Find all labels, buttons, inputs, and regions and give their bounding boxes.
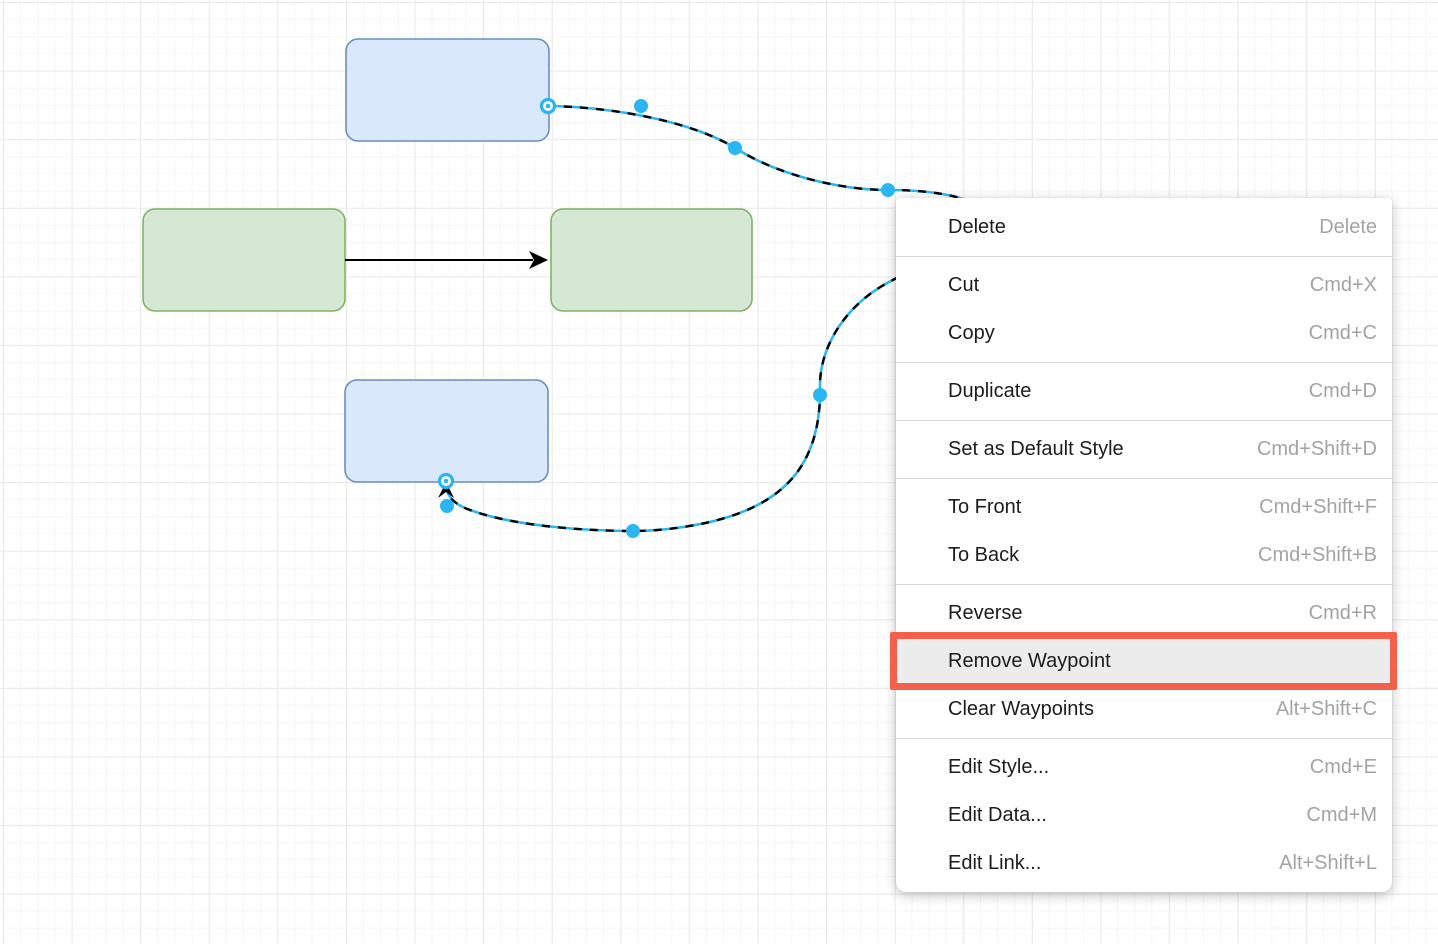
node-top-blue[interactable] — [346, 39, 549, 141]
node-right-green[interactable] — [551, 209, 752, 311]
waypoint-handle[interactable] — [440, 499, 454, 513]
menu-item-shortcut: Cmd+X — [1310, 274, 1377, 297]
edge-green-arrow[interactable] — [345, 251, 548, 269]
menu-item-label: Edit Link... — [948, 852, 1041, 875]
waypoint-handle[interactable] — [626, 524, 640, 538]
menu-item-shortcut: Cmd+Shift+D — [1257, 438, 1377, 461]
menu-item-label: To Back — [948, 544, 1019, 567]
menu-separator — [896, 738, 1392, 739]
menu-item-delete[interactable]: Delete Delete — [896, 203, 1392, 251]
menu-item-shortcut: Alt+Shift+C — [1276, 698, 1377, 721]
menu-item-clear-waypoints[interactable]: Clear Waypoints Alt+Shift+C — [896, 685, 1392, 733]
menu-item-shortcut: Alt+Shift+L — [1279, 852, 1377, 875]
menu-item-shortcut: Cmd+Shift+F — [1259, 496, 1377, 519]
menu-item-to-back[interactable]: To Back Cmd+Shift+B — [896, 531, 1392, 579]
menu-item-label: Delete — [948, 216, 1006, 239]
node-left-green[interactable] — [143, 209, 345, 311]
waypoint-handle[interactable] — [728, 141, 742, 155]
menu-item-edit-link[interactable]: Edit Link... Alt+Shift+L — [896, 839, 1392, 887]
menu-item-shortcut: Cmd+D — [1309, 380, 1377, 403]
menu-separator — [896, 584, 1392, 585]
menu-item-label: To Front — [948, 496, 1021, 519]
menu-separator — [896, 420, 1392, 421]
menu-item-label: Edit Data... — [948, 804, 1047, 827]
edge-endpoint-source-handle[interactable] — [542, 100, 555, 113]
menu-item-shortcut: Delete — [1319, 216, 1377, 239]
menu-item-shortcut: Cmd+M — [1306, 804, 1377, 827]
menu-item-remove-waypoint[interactable]: Remove Waypoint — [896, 637, 1392, 685]
edge-endpoint-target-handle[interactable] — [440, 475, 453, 488]
menu-item-set-as-default-style[interactable]: Set as Default Style Cmd+Shift+D — [896, 425, 1392, 473]
menu-item-label: Clear Waypoints — [948, 698, 1094, 721]
menu-item-label: Copy — [948, 322, 995, 345]
menu-item-to-front[interactable]: To Front Cmd+Shift+F — [896, 483, 1392, 531]
menu-item-label: Duplicate — [948, 380, 1031, 403]
menu-item-label: Reverse — [948, 602, 1022, 625]
menu-separator — [896, 362, 1392, 363]
node-bottom-blue[interactable] — [345, 380, 548, 482]
waypoint-handle[interactable] — [881, 183, 895, 197]
menu-item-shortcut: Cmd+R — [1309, 602, 1377, 625]
menu-item-label: Set as Default Style — [948, 438, 1124, 461]
menu-item-label: Cut — [948, 274, 979, 297]
menu-item-shortcut: Cmd+E — [1310, 756, 1377, 779]
waypoint-handle[interactable] — [813, 388, 827, 402]
menu-item-edit-style[interactable]: Edit Style... Cmd+E — [896, 743, 1392, 791]
menu-item-shortcut: Cmd+C — [1309, 322, 1377, 345]
menu-separator — [896, 478, 1392, 479]
menu-item-copy[interactable]: Copy Cmd+C — [896, 309, 1392, 357]
waypoint-handle[interactable] — [634, 99, 648, 113]
menu-separator — [896, 256, 1392, 257]
menu-item-shortcut: Cmd+Shift+B — [1258, 544, 1377, 567]
edge-context-menu: Delete Delete Cut Cmd+X Copy Cmd+C Dupli… — [896, 198, 1392, 892]
menu-item-reverse[interactable]: Reverse Cmd+R — [896, 589, 1392, 637]
menu-item-label: Edit Style... — [948, 756, 1049, 779]
menu-item-label: Remove Waypoint — [948, 650, 1111, 673]
menu-item-duplicate[interactable]: Duplicate Cmd+D — [896, 367, 1392, 415]
menu-item-cut[interactable]: Cut Cmd+X — [896, 261, 1392, 309]
menu-item-edit-data[interactable]: Edit Data... Cmd+M — [896, 791, 1392, 839]
